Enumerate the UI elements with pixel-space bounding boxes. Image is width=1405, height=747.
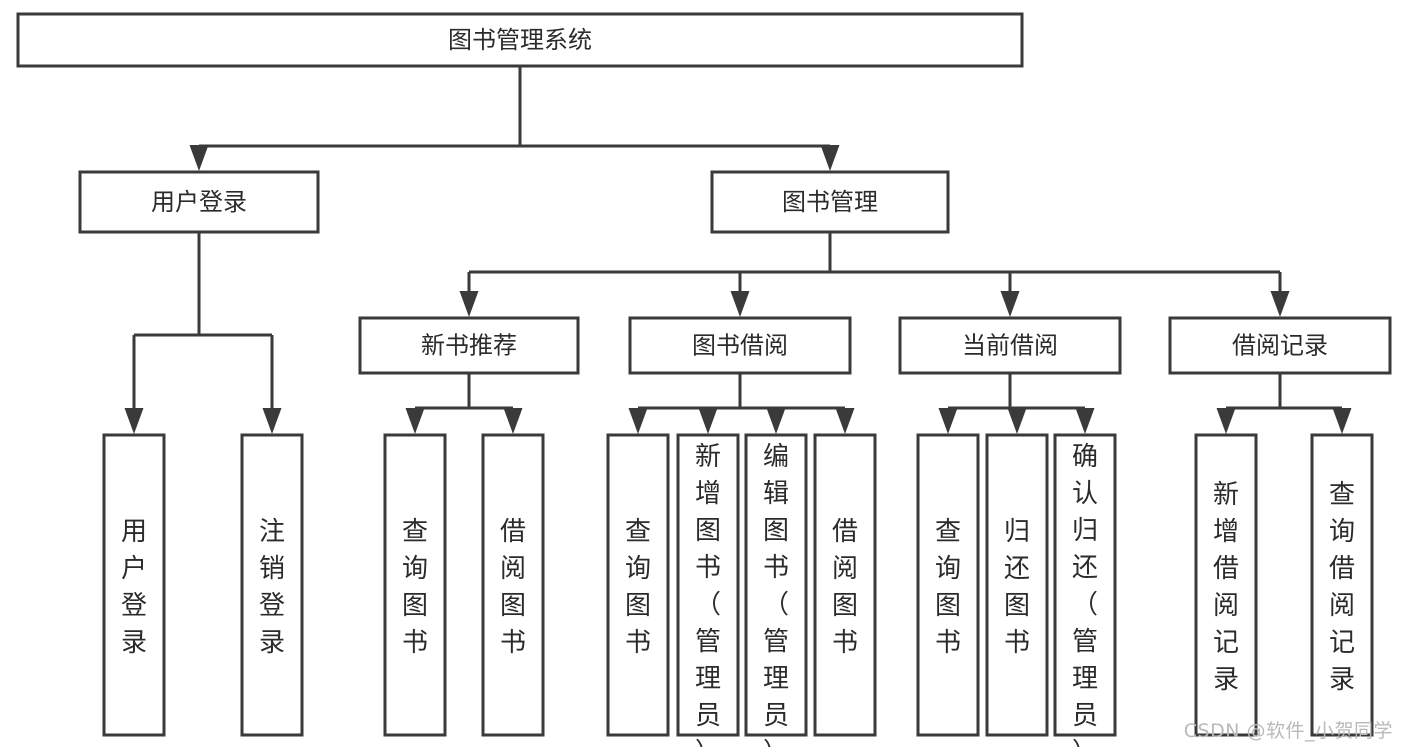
arrow-head-icon (628, 408, 648, 434)
connector-layer (124, 66, 1352, 434)
node-leaf-borrow-book-1[interactable]: 借阅图书 (481, 433, 545, 737)
connector-group-root (189, 66, 840, 171)
arrow-head-icon (1000, 291, 1020, 317)
node-label: 图书借阅 (692, 332, 788, 360)
node-box[interactable] (240, 433, 304, 737)
arrow-head-icon (1216, 408, 1236, 434)
node-label: 借阅图书 (500, 517, 526, 658)
node-label: 用户登录 (151, 188, 247, 216)
node-box[interactable] (1168, 316, 1392, 375)
node-label: 归还图书 (1004, 517, 1030, 658)
arrow-head-icon (124, 408, 144, 434)
arrow-head-icon (503, 408, 523, 434)
connector-group-bookmgmt (459, 232, 1290, 317)
arrow-head-icon (189, 145, 209, 171)
arrow-head-icon (1007, 408, 1027, 434)
connector-group-records (1216, 373, 1352, 434)
node-box[interactable] (1194, 433, 1258, 737)
node-box[interactable] (1310, 433, 1374, 737)
node-newbook[interactable]: 新书推荐 (358, 316, 580, 375)
node-box[interactable] (102, 433, 166, 737)
node-label: 查询图书 (625, 517, 651, 658)
node-leaf-add-record[interactable]: 新增借阅记录 (1194, 433, 1258, 737)
connector-group-borrow (628, 373, 855, 434)
node-box[interactable] (744, 433, 808, 737)
arrow-head-icon (938, 408, 958, 434)
node-box[interactable] (383, 433, 447, 737)
node-box[interactable] (628, 316, 852, 375)
node-box[interactable] (606, 433, 670, 737)
node-box[interactable] (78, 170, 320, 234)
node-label: 新增借阅记录 (1213, 480, 1239, 695)
node-leaf-confirm-return[interactable]: 确认归还（管理员） (1053, 433, 1117, 747)
node-bookmgmt[interactable]: 图书管理 (710, 170, 950, 234)
node-leaf-query-book-3[interactable]: 查询图书 (916, 433, 980, 737)
node-box[interactable] (813, 433, 877, 737)
node-borrow[interactable]: 图书借阅 (628, 316, 852, 375)
node-label: 查询图书 (402, 517, 428, 658)
node-box[interactable] (985, 433, 1049, 737)
node-label: 图书管理 (782, 188, 878, 216)
node-label: 新增图书（管理员） (695, 442, 721, 747)
node-records[interactable]: 借阅记录 (1168, 316, 1392, 375)
node-leaf-edit-book[interactable]: 编辑图书（管理员） (744, 433, 808, 747)
arrow-head-icon (459, 291, 479, 317)
node-label: 当前借阅 (962, 332, 1058, 360)
node-leaf-return-book[interactable]: 归还图书 (985, 433, 1049, 737)
node-leaf-user-login[interactable]: 用户登录 (102, 433, 166, 737)
node-label: 编辑图书（管理员） (763, 442, 789, 747)
arrow-head-icon (1270, 291, 1290, 317)
arrow-head-icon (262, 408, 282, 434)
node-box[interactable] (16, 12, 1024, 68)
node-login[interactable]: 用户登录 (78, 170, 320, 234)
arrow-head-icon (1332, 408, 1352, 434)
node-box[interactable] (481, 433, 545, 737)
node-root[interactable]: 图书管理系统 (16, 12, 1024, 68)
node-leaf-user-logout[interactable]: 注销登录 (240, 433, 304, 737)
arrow-head-icon (405, 408, 425, 434)
node-label: 查询借阅记录 (1329, 480, 1355, 695)
connector-group-newbook (405, 373, 523, 434)
arrow-head-icon (766, 408, 786, 434)
node-box[interactable] (358, 316, 580, 375)
arrow-head-icon (730, 291, 750, 317)
node-label: 借阅记录 (1232, 332, 1328, 360)
node-box[interactable] (1053, 433, 1117, 737)
arrow-head-icon (698, 408, 718, 434)
arrow-head-icon (1075, 408, 1095, 434)
node-label: 注销登录 (259, 517, 285, 658)
node-box[interactable] (898, 316, 1122, 375)
node-leaf-query-book-1[interactable]: 查询图书 (383, 433, 447, 737)
node-leaf-query-book-2[interactable]: 查询图书 (606, 433, 670, 737)
node-label: 借阅图书 (832, 517, 858, 658)
node-label: 确认归还（管理员） (1072, 442, 1098, 747)
node-label: 新书推荐 (421, 332, 517, 360)
arrow-head-icon (820, 145, 840, 171)
node-leaf-query-record[interactable]: 查询借阅记录 (1310, 433, 1374, 737)
node-label: 查询图书 (935, 517, 961, 658)
node-label: 用户登录 (121, 517, 147, 658)
connector-group-current (938, 373, 1095, 434)
node-current[interactable]: 当前借阅 (898, 316, 1122, 375)
connector-group-login (124, 232, 282, 434)
node-layer: 图书管理系统用户登录图书管理新书推荐图书借阅当前借阅借阅记录用户登录注销登录查询… (16, 12, 1392, 747)
node-box[interactable] (676, 433, 740, 737)
node-leaf-borrow-book-2[interactable]: 借阅图书 (813, 433, 877, 737)
node-box[interactable] (916, 433, 980, 737)
node-box[interactable] (710, 170, 950, 234)
arrow-head-icon (835, 408, 855, 434)
node-label: 图书管理系统 (448, 26, 592, 54)
node-leaf-add-book[interactable]: 新增图书（管理员） (676, 433, 740, 747)
